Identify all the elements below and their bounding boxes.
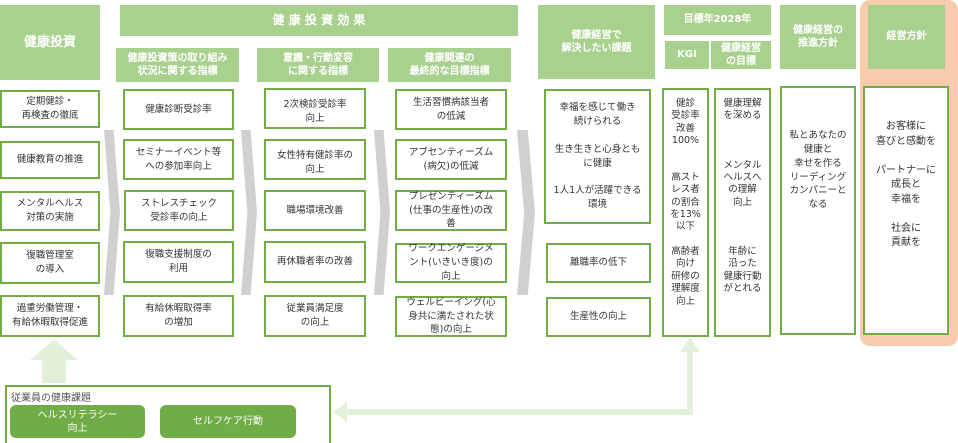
effect-header: 健 康 投 資 効 果 xyxy=(120,5,518,36)
left-arrowhead-icon xyxy=(333,402,347,422)
effect-col2-header: 意識・行動変容 に関する指標 xyxy=(257,48,379,82)
effect-col1-item: 有給休暇取得率 の増加 xyxy=(123,295,234,337)
effect-col2-item: 再休職者率の改善 xyxy=(264,241,366,283)
self-care-button[interactable]: セルフケア行動 xyxy=(160,405,296,438)
effect-col1-item: 健康診断受診率 xyxy=(123,89,234,130)
health-literacy-button[interactable]: ヘルスリテラシー 向上 xyxy=(10,405,145,438)
effect-col1-item: ストレスチェック 受診率の向上 xyxy=(124,190,234,231)
effect-col1-item: 復職支援制度の 利用 xyxy=(123,241,234,283)
effect-col3-item: 生活習慣病該当者 の低減 xyxy=(395,89,507,130)
management-header: 経営方針 xyxy=(868,5,945,69)
up-arrowhead-icon xyxy=(680,338,700,352)
chevron-arrow-icon xyxy=(241,130,257,295)
investment-item: 定期健診・ 再検査の徹底 xyxy=(0,90,100,128)
policy-header: 健康経営の 推進方針 xyxy=(780,5,856,69)
kgi-header: KGI xyxy=(665,41,709,69)
effect-col1-item: セミナーイベント等 への参加率向上 xyxy=(123,139,234,180)
investment-item: メンタルヘルス 対策の実施 xyxy=(0,191,100,231)
kgi-box: 健診 受診率 改善 100% 高スト レス者 の割合 を13% 以下 高齢者 向… xyxy=(662,88,709,337)
issues-item: 離職率の低下 xyxy=(546,243,651,283)
effect-col3-item: ワークエンゲージメ ント(いきいき度)の 向上 xyxy=(395,243,507,283)
goal-header: 健康経営 の目標 xyxy=(711,41,771,69)
chevron-arrow-icon xyxy=(517,130,535,295)
employee-issues-panel xyxy=(5,385,331,443)
effect-col3-item: ウェルビーイング(心 身共に満たされた状 態)の向上 xyxy=(395,296,507,337)
investment-header: 健康投資 xyxy=(0,5,100,80)
employee-issues-label: 従業員の健康課題 xyxy=(11,393,91,404)
effect-col1-header: 健康投資策の取り組み 状況に関する指標 xyxy=(116,48,239,82)
investment-item: 復職管理室 の導入 xyxy=(0,242,100,284)
investment-item: 過重労働管理・ 有給休暇取得促進 xyxy=(0,295,100,337)
effect-col2-item: 職場環境改善 xyxy=(264,190,366,231)
effect-col2-item: 女性特有健診率の 向上 xyxy=(264,139,366,180)
effect-col3-item: アブセンティーズム (病欠)の低減 xyxy=(395,139,507,180)
investment-item: 健康教育の推進 xyxy=(0,141,100,179)
effect-col2-item: 2次検診受診率 向上 xyxy=(264,88,366,129)
chevron-arrow-icon xyxy=(104,130,120,295)
issues-item: 生産性の向上 xyxy=(546,297,651,337)
issues-item: 幸福を感じて働き 続けられる 生き生きと心身とも に健康 1人1人が活躍できる … xyxy=(544,89,651,224)
chevron-arrow-icon xyxy=(374,130,390,295)
effect-col3-item: プレゼンティーズム (仕事の生産性)の改 善 xyxy=(395,190,507,231)
policy-box: 私とあなたの 健康と 幸せを作る リーディング カンパニーと なる xyxy=(780,86,856,335)
issues-header: 健康経営で 解決したい課題 xyxy=(538,5,655,79)
goal-box: 健康理解 を深める メンタル ヘルスへ の理解 向上 年齢に 沿った 健康行動 … xyxy=(714,88,771,337)
feedback-arrow-line xyxy=(345,348,693,415)
target-year-header: 目標年2028年 xyxy=(664,5,771,35)
effect-col3-header: 健康関連の 最終的な目標指標 xyxy=(388,48,511,82)
management-box: お客様に 喜びと感動を パートナーに 成長と 幸福を 社会に 貢献を xyxy=(863,86,949,335)
effect-col2-item: 従業員満足度 の向上 xyxy=(264,295,366,337)
up-arrow-icon xyxy=(30,340,78,383)
